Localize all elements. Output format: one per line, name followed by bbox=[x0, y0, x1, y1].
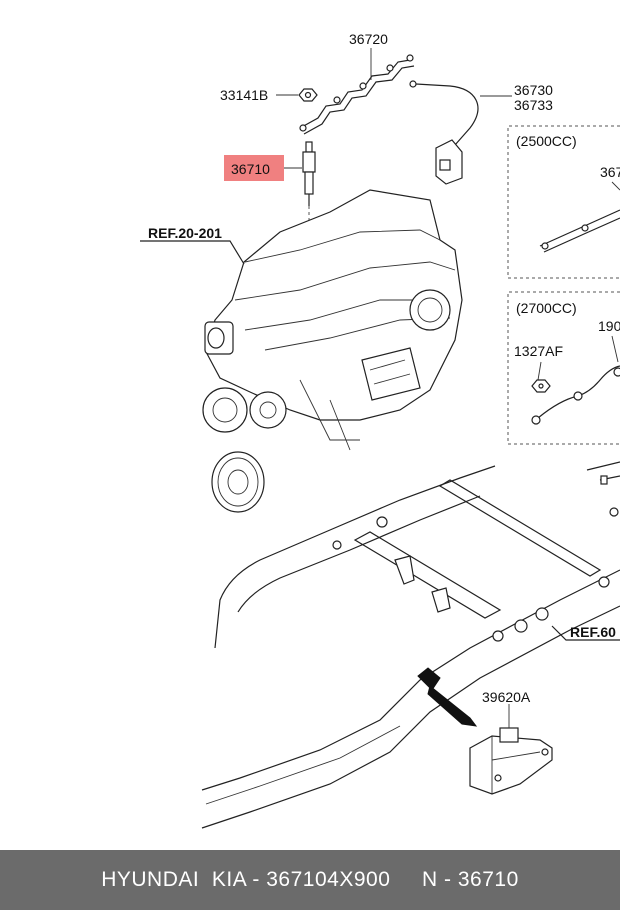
wiring-harness-36720 bbox=[299, 54, 415, 135]
variant-box-2700cc: (2700CC) 190 1327AF bbox=[507, 291, 620, 445]
chassis-frame bbox=[201, 461, 620, 829]
diagram-canvas: 36720 33141B 36730 36733 36710 bbox=[140, 31, 620, 829]
part-number-footer: HYUNDAI KIA - 367104X900 N - 36710 bbox=[0, 850, 620, 910]
engine-block bbox=[202, 189, 463, 513]
label-box1-part: 367 bbox=[600, 164, 620, 180]
label-33141B: 33141B bbox=[220, 87, 268, 103]
label-36720: 36720 bbox=[349, 31, 388, 47]
label-2500cc: (2500CC) bbox=[516, 133, 577, 149]
bracket-39620A bbox=[469, 727, 553, 795]
label-36733: 36733 bbox=[514, 97, 553, 113]
label-box2-part: 190 bbox=[598, 318, 620, 334]
parts-diagram: 36720 33141B 36730 36733 36710 bbox=[140, 31, 620, 829]
label-39620A: 39620A bbox=[482, 689, 531, 705]
nut-33141B bbox=[298, 88, 318, 102]
label-1327AF: 1327AF bbox=[514, 343, 563, 359]
label-36710: 36710 bbox=[231, 161, 270, 177]
label-2700cc: (2700CC) bbox=[516, 300, 577, 316]
highlight-box bbox=[224, 155, 284, 181]
label-36730: 36730 bbox=[514, 82, 553, 98]
label-ref-engine: REF.20-201 bbox=[148, 225, 222, 241]
cable-36730 bbox=[409, 80, 479, 185]
label-ref-frame: REF.60 bbox=[570, 624, 616, 640]
variant-box-2500cc: (2500CC) 367 bbox=[507, 125, 620, 279]
